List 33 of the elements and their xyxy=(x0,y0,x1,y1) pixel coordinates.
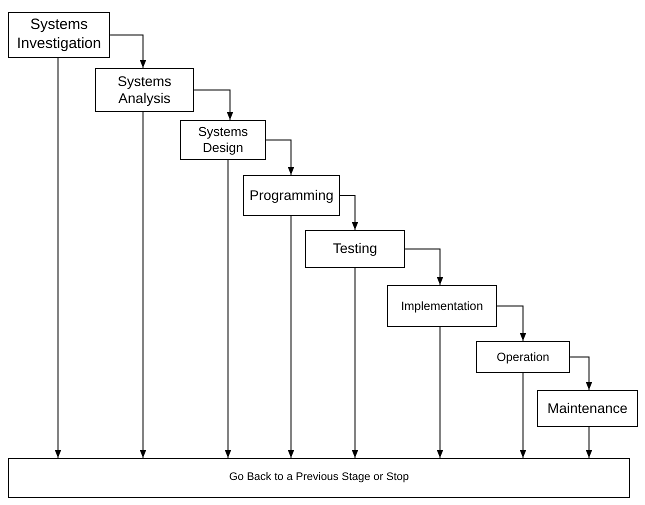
arrow xyxy=(140,112,146,458)
arrow xyxy=(54,58,62,458)
stage-label: Maintenance xyxy=(547,400,628,418)
stage-label: Systems Investigation xyxy=(16,16,102,54)
arrow xyxy=(224,160,232,458)
stage-label: Operation xyxy=(496,350,550,364)
process-box xyxy=(180,120,266,160)
stage-label: Systems Design xyxy=(197,124,249,156)
arrow xyxy=(436,326,444,458)
process-box xyxy=(8,12,110,58)
stage-label: Implementation xyxy=(400,298,484,314)
arrow xyxy=(570,356,592,390)
process-box xyxy=(243,175,340,216)
process-box xyxy=(387,285,497,327)
stage-label: Go Back to a Previous Stage or Stop xyxy=(229,471,409,485)
arrow xyxy=(496,306,526,342)
arrow xyxy=(352,268,358,458)
stage-label: Programming xyxy=(249,186,334,204)
process-box xyxy=(305,230,405,268)
arrow xyxy=(194,90,234,120)
arrow xyxy=(266,140,294,176)
process-box xyxy=(95,68,194,112)
process-box xyxy=(537,390,638,427)
arrow xyxy=(110,34,146,68)
arrow xyxy=(404,248,444,286)
stage-label: Systems Analysis xyxy=(116,72,172,108)
process-box xyxy=(476,341,570,373)
arrow xyxy=(586,426,592,458)
arrow xyxy=(340,195,358,230)
arrow xyxy=(520,372,526,458)
arrow xyxy=(288,216,294,458)
stage-label: Testing xyxy=(332,240,378,258)
process-box xyxy=(8,458,630,498)
